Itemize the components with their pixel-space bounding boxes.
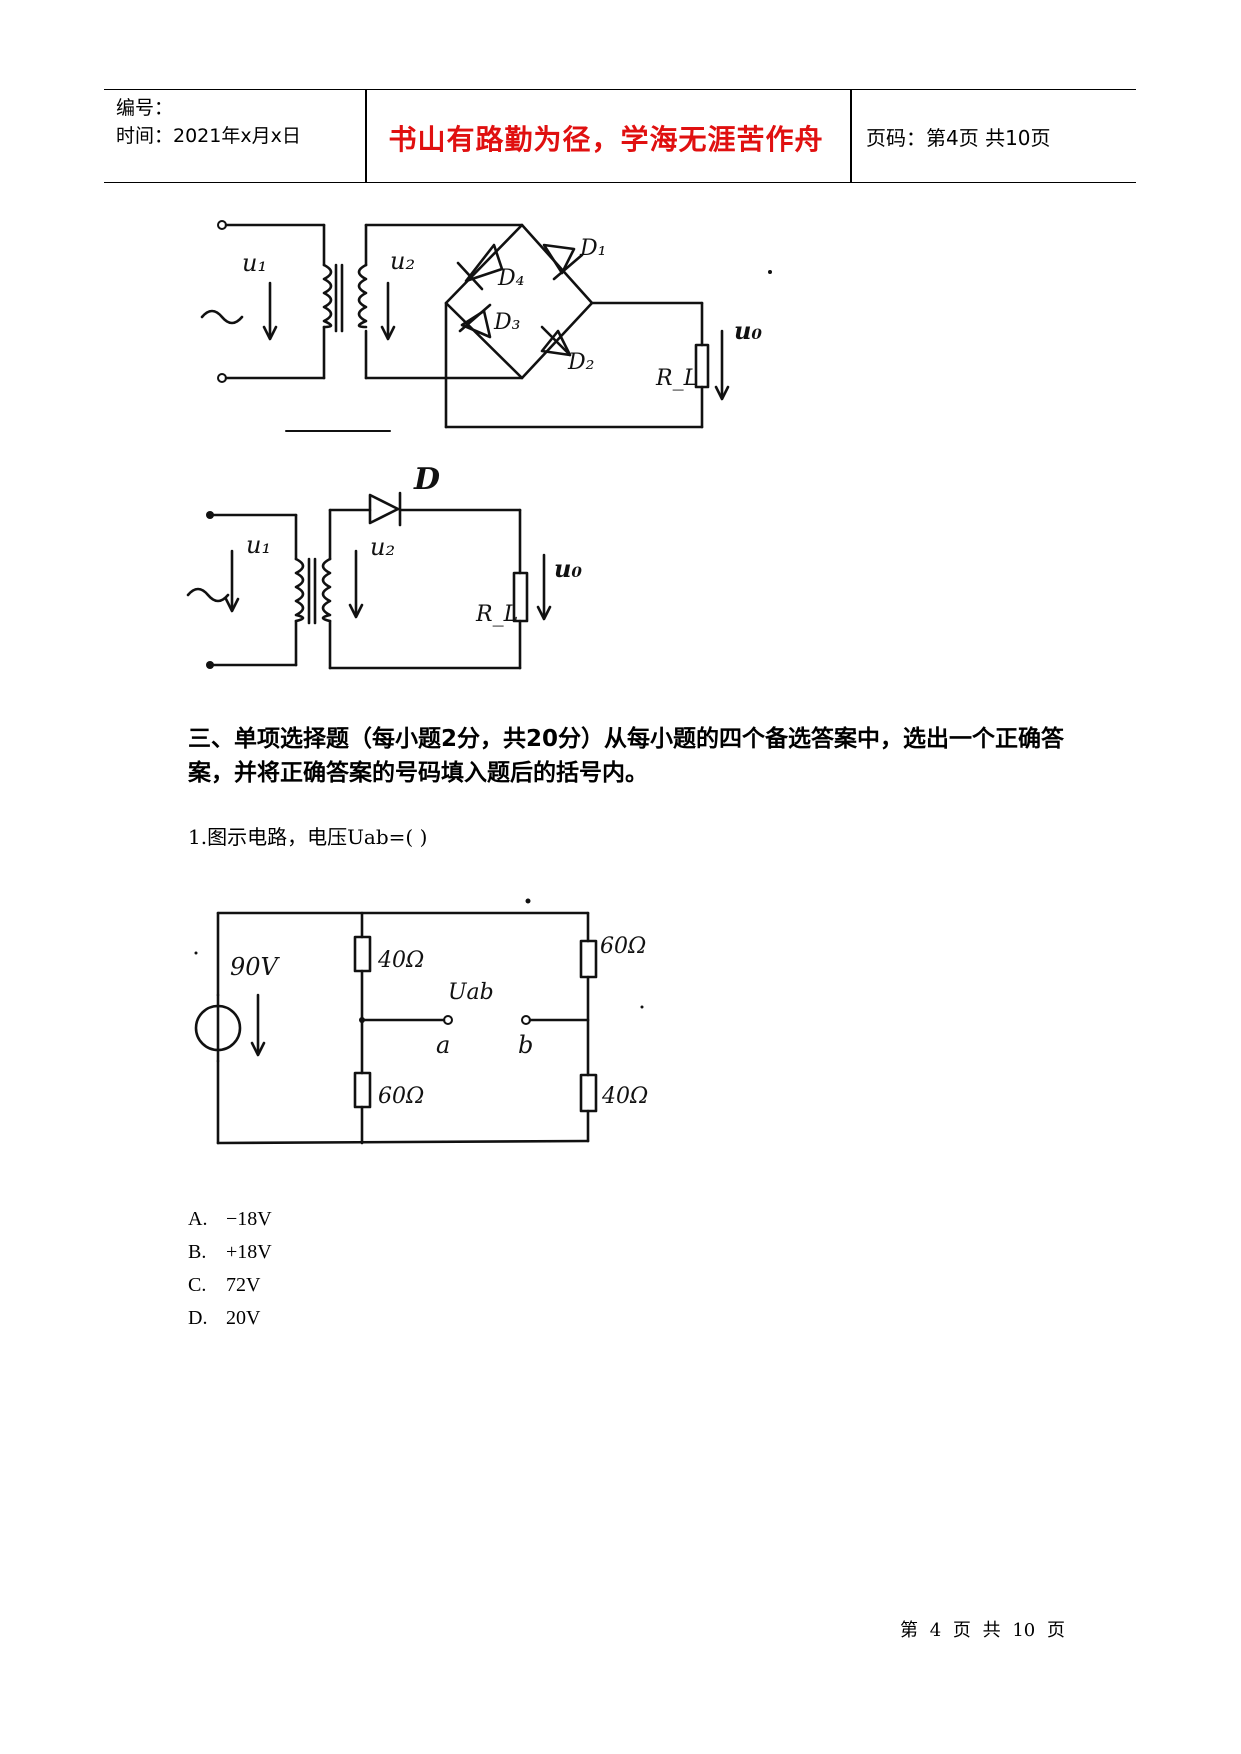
header-motto: 书山有路勤为径，学海无涯苦作舟 <box>388 123 824 156</box>
question-1-stem: 1.图示电路，电压Uab=( ) <box>188 825 428 849</box>
d3-label: D₃ <box>493 310 520 335</box>
header-page-info: 页码：第4页 共10页 <box>866 126 1051 150</box>
header-divider <box>850 90 852 182</box>
option-d: D.20V <box>188 1307 261 1329</box>
u1-label: u₁ <box>242 249 267 277</box>
node-a-label: a <box>436 1031 450 1059</box>
u1-label: u₁ <box>246 531 271 559</box>
node-b-label: b <box>518 1031 533 1059</box>
r-bottom-left-label: 60Ω <box>378 1084 424 1109</box>
option-a: A.−18V <box>188 1208 272 1230</box>
halfwave-rectifier-figure: D u₁ u₂ R_L u₀ <box>186 462 582 670</box>
r-top-left-label: 40Ω <box>377 948 424 973</box>
d-label: D <box>413 462 440 497</box>
d1-label: D₁ <box>579 236 606 261</box>
uo-label: u₀ <box>734 316 762 345</box>
option-b: B.+18V <box>188 1241 272 1263</box>
uab-label: Uab <box>448 980 494 1005</box>
question-1-options: A.−18V B.+18V C.72V D.20V <box>188 1203 272 1335</box>
u2-label: u₂ <box>370 533 395 561</box>
rl-label: R_L <box>475 602 518 627</box>
time-label: 时间：2021年x月x日 <box>116 125 301 147</box>
source-label: 90V <box>230 953 281 981</box>
d2-label: D₂ <box>567 350 594 375</box>
d4-label: D₄ <box>497 266 524 291</box>
page-footer: 第 4 页 共 10 页 <box>900 1620 1065 1641</box>
r-bottom-right-label: 40Ω <box>601 1084 648 1109</box>
header-divider <box>365 90 367 182</box>
rl-label: R_L <box>655 366 698 391</box>
page-header: 编号： 时间：2021年x月x日 书山有路勤为径，学海无涯苦作舟 页码：第4页 … <box>104 89 1136 183</box>
number-label: 编号： <box>116 97 174 119</box>
header-meta: 编号： 时间：2021年x月x日 <box>116 94 301 150</box>
uo-label: u₀ <box>554 554 582 583</box>
r-top-right-label: 60Ω <box>600 934 646 959</box>
uab-circuit-figure: 90V 40Ω 60Ω a Uab 60Ω 40Ω b <box>194 898 648 1145</box>
bridge-rectifier-figure: u₁ u₂ D₄ D₁ D₃ D₂ R_L u₀ <box>200 220 772 432</box>
section-heading: 三、单项选择题（每小题2分，共20分）从每小题的四个备选答案中，选出一个正确答案… <box>188 726 1065 786</box>
option-c: C.72V <box>188 1274 261 1296</box>
u2-label: u₂ <box>390 247 415 275</box>
